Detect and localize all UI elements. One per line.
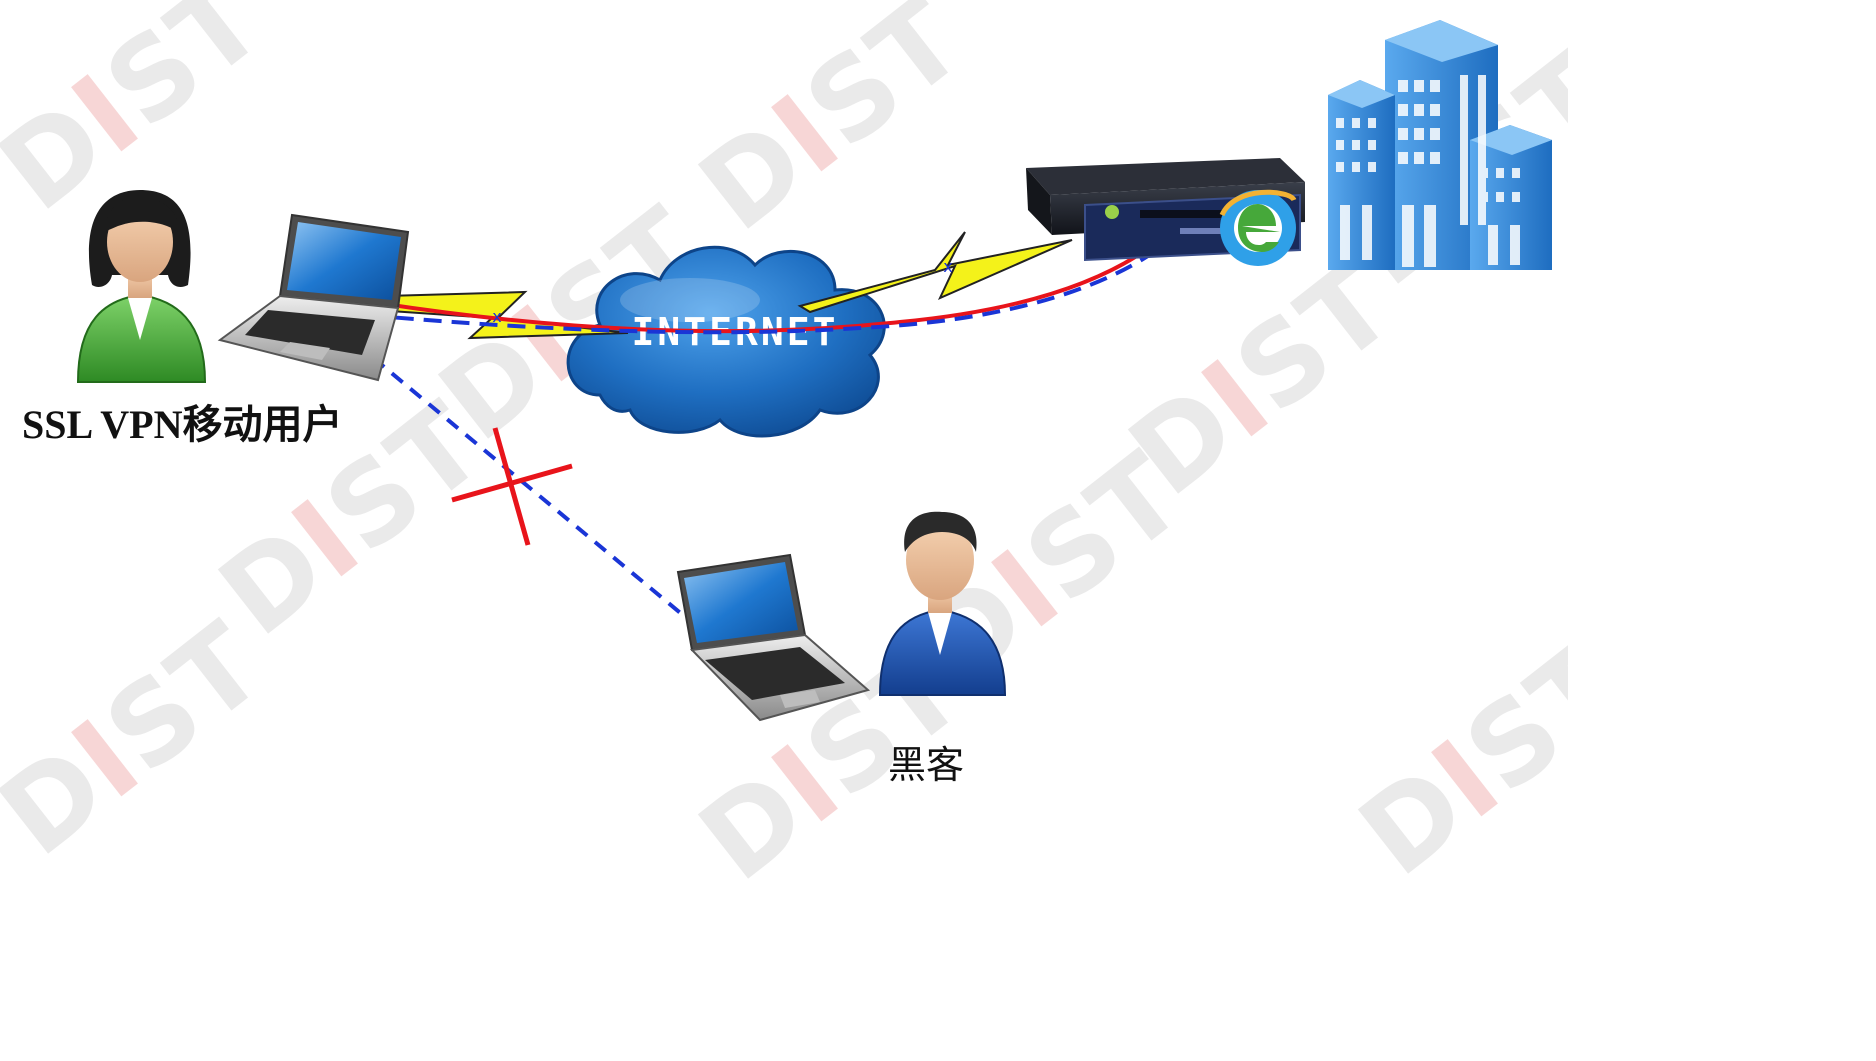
hacker-laptop-icon xyxy=(676,553,871,722)
browser-e-icon xyxy=(1219,189,1297,266)
office-building-icon xyxy=(1328,20,1552,270)
laptop-icon xyxy=(217,213,410,382)
svg-text:x: x xyxy=(943,257,952,276)
blocked-mark-icon xyxy=(451,427,573,546)
hacker-label: 黑客 xyxy=(888,745,964,787)
female-user-icon xyxy=(76,190,207,383)
vpn-data-path xyxy=(311,246,1162,335)
mobile-user-label: SSL VPN移动用户 xyxy=(22,402,342,447)
ssl-tunnel-line xyxy=(311,236,1164,334)
male-user-icon xyxy=(878,511,1007,696)
watermark: DIST xyxy=(677,0,987,256)
lightning-link-right xyxy=(797,231,1073,314)
ssl-vpn-diagram: DIST DIST DIST DIST DIST DIST DIST DIST … xyxy=(0,0,1568,887)
link-point-icon: x x xyxy=(492,257,952,326)
watermark: DIST xyxy=(0,599,286,881)
watermark: DIST xyxy=(1337,619,1568,887)
svg-text:x: x xyxy=(492,307,501,326)
